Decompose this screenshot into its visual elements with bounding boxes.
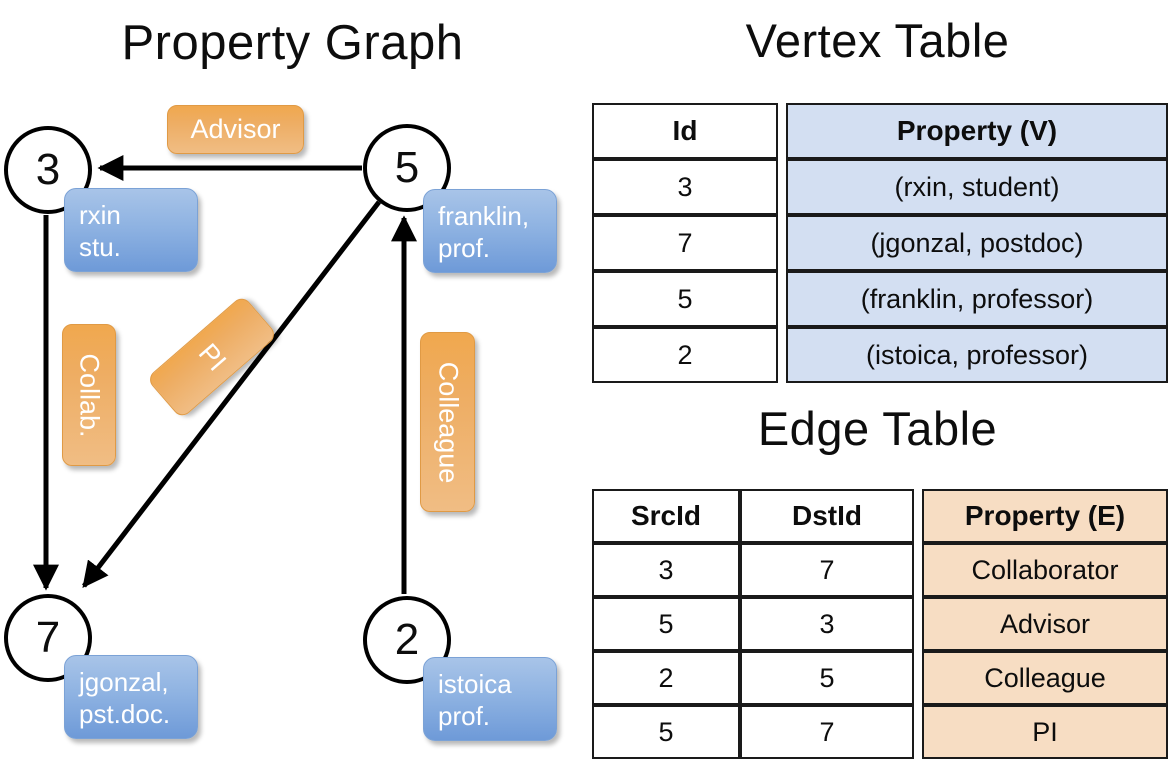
vertex-table-column-gap <box>778 215 786 271</box>
vertex-property-2-line2: prof. <box>438 701 491 731</box>
vertex-table-header-row: Id Property (V) <box>592 103 1168 159</box>
edge-label-advisor-text: Advisor <box>190 114 281 144</box>
page-title-property-graph: Property Graph <box>121 16 464 70</box>
page-title-vertex-table: Vertex Table <box>745 14 1010 67</box>
vertex-property-7-line2: pst.doc. <box>79 699 171 729</box>
edge-table-column-gap <box>914 489 922 543</box>
vertex-table-column-gap <box>778 327 786 383</box>
vertex-property-5-line1: franklin, <box>438 201 530 231</box>
vertex-cell-id: 3 <box>592 159 778 215</box>
property-graph-diagram: Advisor Collab. PI Colleague 3 5 7 2 rxi… <box>4 105 557 741</box>
edge-5-to-7-pi <box>82 200 381 589</box>
table-row[interactable]: 2 (istoica, professor) <box>592 327 1168 383</box>
vertex-property-7-line1: jgonzal, <box>79 667 169 697</box>
edge-cell-dst: 7 <box>740 705 914 759</box>
table-row[interactable]: 5 (franklin, professor) <box>592 271 1168 327</box>
edge-label-collab-text: Collab. <box>74 352 105 438</box>
edge-label-collab: Collab. <box>62 324 116 466</box>
vertex-cell-id: 7 <box>592 215 778 271</box>
table-row[interactable]: 3 (rxin, student) <box>592 159 1168 215</box>
edge-cell-dst: 3 <box>740 597 914 651</box>
edge-cell-dst: 5 <box>740 651 914 705</box>
edge-table-column-gap <box>914 543 922 597</box>
vertex-property-box-2: istoica prof. <box>423 657 557 741</box>
vertex-cell-property: (jgonzal, postdoc) <box>786 215 1168 271</box>
edge-table-header-srcid: SrcId <box>592 489 740 543</box>
vertex-table-column-gap <box>778 271 786 327</box>
vertex-table-column-gap <box>778 103 786 159</box>
vertex-property-box-5: franklin, prof. <box>423 189 557 273</box>
vertex-cell-property: (istoica, professor) <box>786 327 1168 383</box>
edge-cell-dst: 7 <box>740 543 914 597</box>
edge-table-header-dstid: DstId <box>740 489 914 543</box>
table-row[interactable]: 3 7 Collaborator <box>592 543 1168 597</box>
table-row[interactable]: 5 3 Advisor <box>592 597 1168 651</box>
vertex-property-5-line2: prof. <box>438 233 491 263</box>
edge-table-header-row: SrcId DstId Property (E) <box>592 489 1168 543</box>
edge-label-advisor: Advisor <box>167 105 304 154</box>
vertex-property-3-line2: stu. <box>79 232 121 262</box>
edge-label-colleague: Colleague <box>420 332 475 512</box>
table-row[interactable]: 5 7 PI <box>592 705 1168 759</box>
vertex-table-header-id: Id <box>592 103 778 159</box>
vertex-property-box-7: jgonzal, pst.doc. <box>64 655 198 739</box>
edge-cell-property: Collaborator <box>922 543 1168 597</box>
edge-cell-src: 2 <box>592 651 740 705</box>
graph-node-2-label: 2 <box>394 615 420 664</box>
graph-edges-svg <box>33 155 417 594</box>
graph-node-3-label: 3 <box>35 145 61 194</box>
edge-table: SrcId DstId Property (E) 3 7 Collaborato… <box>592 489 1168 759</box>
graph-node-5-label: 5 <box>394 143 420 192</box>
table-row[interactable]: 7 (jgonzal, postdoc) <box>592 215 1168 271</box>
vertex-cell-property: (rxin, student) <box>786 159 1168 215</box>
edge-cell-src: 3 <box>592 543 740 597</box>
page-title-edge-table: Edge Table <box>757 402 998 455</box>
vertex-property-3-line1: rxin <box>79 200 121 230</box>
graph-node-7-label: 7 <box>35 613 61 662</box>
graph-node-5[interactable]: 5 <box>363 124 451 212</box>
vertex-cell-id: 5 <box>592 271 778 327</box>
edge-cell-src: 5 <box>592 705 740 759</box>
edge-table-column-gap <box>914 651 922 705</box>
edge-cell-property: Advisor <box>922 597 1168 651</box>
vertex-cell-id: 2 <box>592 327 778 383</box>
vertex-cell-property: (franklin, professor) <box>786 271 1168 327</box>
vertex-property-2-line1: istoica <box>438 669 512 699</box>
edge-cell-property: PI <box>922 705 1168 759</box>
vertex-table: Id Property (V) 3 (rxin, student) 7 (jgo… <box>592 103 1168 383</box>
edge-cell-property: Colleague <box>922 651 1168 705</box>
vertex-table-column-gap <box>778 159 786 215</box>
edge-table-header-property: Property (E) <box>922 489 1168 543</box>
edge-cell-src: 5 <box>592 597 740 651</box>
edge-label-colleague-text: Colleague <box>433 361 463 483</box>
vertex-property-box-3: rxin stu. <box>64 188 198 272</box>
edge-label-pi-text: PI <box>192 337 233 377</box>
vertex-table-header-property: Property (V) <box>786 103 1168 159</box>
edge-table-column-gap <box>914 597 922 651</box>
edge-table-column-gap <box>914 705 922 759</box>
graph-node-2[interactable]: 2 <box>363 596 451 684</box>
table-row[interactable]: 2 5 Colleague <box>592 651 1168 705</box>
